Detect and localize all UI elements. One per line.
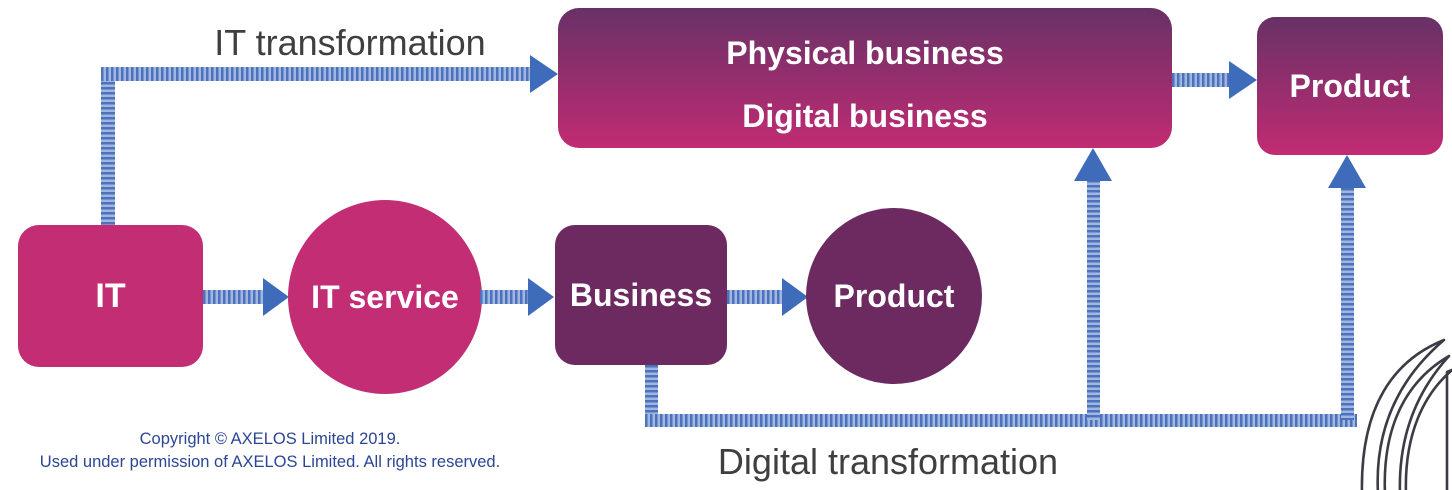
product-box: Product [1257, 17, 1443, 155]
it-to-itservice-arrowhead-icon [263, 278, 289, 316]
digital-transformation-label: Digital transformation [717, 441, 1059, 482]
it-transformation-arrow-vertical-segment [101, 67, 115, 225]
physical-digital-business-lines: Physical business Digital business [558, 8, 1172, 148]
business-to-product-arrow-segment [1172, 73, 1229, 87]
itservice-to-business-arrow-segment [480, 290, 528, 304]
it-box-label: IT [95, 276, 126, 315]
it-box: IT [18, 225, 203, 367]
up-arrow-to-business-box-segment [1087, 180, 1100, 420]
it-to-itservice-arrow-segment [203, 290, 263, 304]
product-circle-label: Product [833, 277, 955, 314]
business-to-productcircle-arrowhead-icon [782, 278, 808, 316]
it-transformation-arrow-horizontal-segment [101, 67, 530, 81]
axelos-swirl-logo-icon [1360, 338, 1452, 490]
copyright-notice: Copyright © AXELOS Limited 2019. Used un… [30, 428, 510, 475]
business-to-productcircle-arrow-segment [727, 290, 782, 304]
digital-business-text: Digital business [742, 98, 988, 134]
digital-transformation-vertical-drop-segment [645, 365, 658, 427]
business-box: Business [555, 225, 727, 365]
it-transformation-arrowhead-icon [530, 55, 558, 93]
itservice-to-business-arrowhead-icon [528, 278, 554, 316]
product-box-label: Product [1289, 67, 1411, 104]
it-service-label: IT service [311, 278, 459, 315]
physical-business-text: Physical business [726, 35, 1004, 71]
product-circle: Product [806, 208, 982, 384]
copyright-line-2: Used under permission of AXELOS Limited.… [39, 453, 501, 472]
up-arrow-to-product-box-arrowhead-icon [1328, 155, 1366, 188]
it-transformation-label: IT transformation [214, 22, 486, 63]
business-box-label: Business [569, 276, 713, 313]
up-arrow-to-product-box-segment [1341, 188, 1354, 420]
business-to-product-arrowhead-icon [1229, 61, 1257, 99]
physical-digital-business-box: Physical business Digital business [558, 8, 1172, 148]
up-arrow-to-business-box-arrowhead-icon [1074, 148, 1112, 181]
it-service-circle: IT service [288, 200, 482, 394]
digital-transformation-bottom-segment [645, 414, 1357, 427]
copyright-line-1: Copyright © AXELOS Limited 2019. [139, 430, 401, 448]
